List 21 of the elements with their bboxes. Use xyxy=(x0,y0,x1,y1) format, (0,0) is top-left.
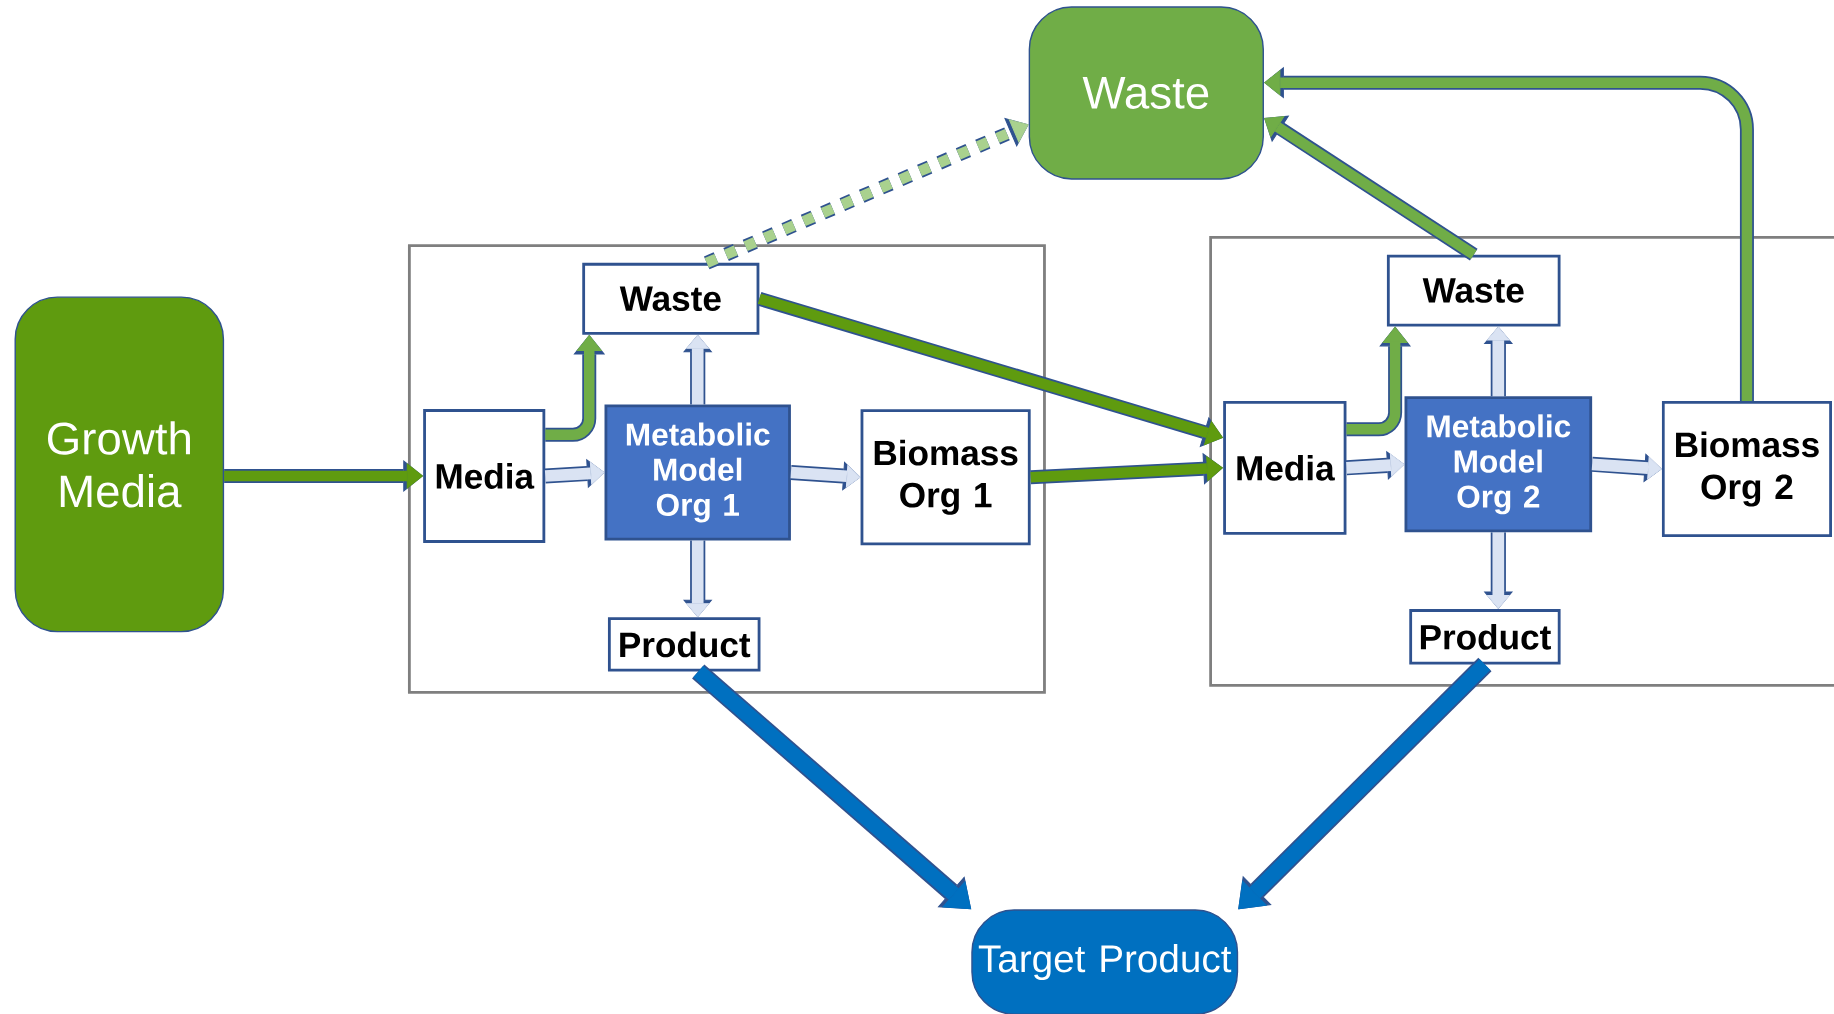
process-box: Media xyxy=(1223,400,1347,535)
module-frame xyxy=(407,244,1046,694)
process-box: Biomass Org 2 xyxy=(1661,400,1832,537)
arrow xyxy=(703,117,1029,270)
process-box: Waste xyxy=(1386,254,1561,327)
arrow xyxy=(1264,115,1478,261)
module-frame xyxy=(1209,235,1834,687)
arrow xyxy=(1238,657,1492,910)
process-box: Waste xyxy=(582,262,760,335)
arrow xyxy=(1346,450,1405,480)
model-box: Metabolic Model Org 2 xyxy=(1404,396,1593,533)
process-box: Media xyxy=(423,409,546,543)
process-box: Product xyxy=(1409,609,1561,665)
waste-box: Waste xyxy=(1028,6,1264,180)
arrow xyxy=(790,461,861,491)
model-box: Metabolic Model Org 1 xyxy=(604,404,791,541)
process-box: Product xyxy=(607,617,761,672)
target-product-box: Target Product xyxy=(971,909,1239,1014)
process-box: Biomass Org 1 xyxy=(860,409,1031,546)
arrow xyxy=(692,664,972,910)
growth-media-box: Growth Media xyxy=(14,296,225,633)
